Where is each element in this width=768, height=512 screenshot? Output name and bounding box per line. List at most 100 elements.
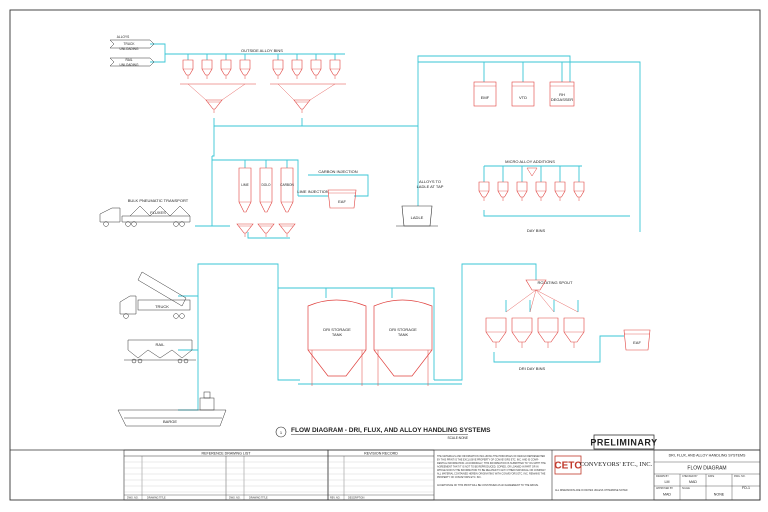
rail-unloading-arrow xyxy=(109,57,155,67)
source-label: RAIL xyxy=(125,58,132,62)
day-bin xyxy=(516,181,528,202)
day-bin xyxy=(554,181,566,202)
day-bin xyxy=(478,181,490,202)
eaf-label: EAF xyxy=(338,199,346,204)
drawing-title: 1 FLOW DIAGRAM - DRI, FLUX, AND ALLOY HA… xyxy=(275,426,491,440)
alloy-bin xyxy=(329,59,341,80)
drawing-scale: SCALE:NONE xyxy=(447,436,468,440)
date-label: DATE xyxy=(708,475,715,478)
notice-line: ALL MATERIAL CONTAINED HEREIN ORIGINATIN… xyxy=(437,473,546,476)
day-bin xyxy=(535,181,547,202)
rotating-spout xyxy=(525,279,547,291)
scale-value: NONE xyxy=(714,493,725,497)
lime-injection-label: LIME INJECTION xyxy=(297,189,329,194)
tank-label: TANK xyxy=(332,332,343,337)
sheet-title: FLOW DIAGRAM xyxy=(687,466,726,472)
alloy-bin xyxy=(310,59,322,80)
bulk-transport-label: BULK PNEUMATIC TRANSPORT xyxy=(128,198,189,203)
vtd-vessel xyxy=(511,81,535,107)
rail-label: RAIL xyxy=(156,342,166,347)
dri-day-bins: ROTATING SPOUT DRI DAY BINS EAF xyxy=(485,279,651,371)
notice-line: PROPERTY OF CONVEYORS ETC. INC. xyxy=(437,476,482,479)
alloy-bin xyxy=(182,59,194,80)
notice-line: WHOLE NOR IS THE INFORMATION TO BE RELAT… xyxy=(437,469,546,472)
dwg-no-col: DWG. NO. xyxy=(127,497,139,500)
eaf-label: EAF xyxy=(633,340,641,345)
drawn-by-value: LM xyxy=(665,480,670,484)
ladle-furnaces: EMF VTD RH DEGASSER xyxy=(473,81,575,107)
micro-alloy-day-bins: MICRO ALLOY ADDITIONS DAY BINS xyxy=(478,159,585,233)
dri-storage-tank: DRI STORAGE TANK xyxy=(373,299,433,386)
day-bins-label: DAY BINS xyxy=(527,228,546,233)
preliminary-text: PRELIMINARY xyxy=(590,438,657,448)
weigh-hopper xyxy=(293,99,311,114)
alloy-bin xyxy=(291,59,303,80)
notice-line: AGREEMENT THAT IT IS NOT TO BE REPRODUCE… xyxy=(437,466,539,469)
detail-number: 1 xyxy=(280,430,283,435)
eaf-furnace xyxy=(623,329,651,351)
silo-feeder xyxy=(236,223,254,238)
micro-alloy-label: MICRO ALLOY ADDITIONS xyxy=(505,159,555,164)
source-label: UNLOADING xyxy=(120,47,139,51)
notice-line: DENTIAL INFORMATION. ACCORDINGLY, THIS I… xyxy=(437,462,546,465)
pneumatic-piping xyxy=(150,43,641,411)
dwg-no-label: DWG. NO. xyxy=(734,475,746,478)
project-title: DRI, FLUX, AND ALLOY HANDLING SYSTEMS xyxy=(669,454,746,458)
alloys-to-ladle-label: LADLE AT TAP xyxy=(417,184,444,189)
dri-day-bin xyxy=(537,317,559,349)
notice-line: ACCEPTANCE OF THIS PRINT WILL BE CONSTRU… xyxy=(437,484,539,487)
silo-label: DOLO xyxy=(261,183,271,187)
day-bin xyxy=(573,181,585,202)
drawing-title-text: FLOW DIAGRAM - DRI, FLUX, AND ALLOY HAND… xyxy=(291,427,491,434)
silo-feeder xyxy=(278,223,296,238)
tank-label: DRI STORAGE xyxy=(323,327,351,332)
notice-line: THE MATERIALS AND INFORMATION INCLUDING … xyxy=(437,455,545,458)
alloy-bin xyxy=(220,59,232,80)
checked-by-label: CHECKED BY xyxy=(682,475,698,478)
checked-by-value: MAD xyxy=(689,480,697,484)
degasser-label: DEGASSER xyxy=(551,97,573,102)
logo-text: CETC xyxy=(554,461,581,472)
injection-eaf: CARBON INJECTION LIME INJECTION EAF xyxy=(297,169,358,209)
weigh-hopper xyxy=(205,99,223,114)
alloys-to-ladle-label: ALLOYS TO xyxy=(419,179,441,184)
outside-alloy-bins: OUTSIDE ALLOY BINS xyxy=(180,48,346,114)
dri-barge: BARGE xyxy=(117,391,227,427)
rev-desc-col: DESCRIPTION xyxy=(348,497,365,500)
drawing-title-col: DRAWING TITLE xyxy=(249,497,268,500)
notice-line: BY THIS PRINT IS THE EXCLUSIVE PROPERTY … xyxy=(437,459,539,462)
flux-silos: LIME DOLO CARBON xyxy=(236,167,296,238)
ladle-label: LADLE xyxy=(411,215,424,220)
dolo-silo xyxy=(259,167,273,213)
silo-label: LIME xyxy=(241,183,248,187)
alloy-unloading-sources: ALLOYS TRUCK UNLOADING RAIL UNLOADING xyxy=(109,35,155,67)
day-bin xyxy=(497,181,509,202)
source-label: UNLOADING xyxy=(120,63,139,67)
outside-bins-label: OUTSIDE ALLOY BINS xyxy=(241,48,283,53)
truck-unloading-arrow xyxy=(109,39,155,49)
bulk-pneumatic-truck: BULK PNEUMATIC TRANSPORT FLUXES xyxy=(99,198,191,227)
detail-bubble xyxy=(275,426,287,438)
vtd-label: VTD xyxy=(519,95,527,100)
emf-label: EMF xyxy=(481,95,490,100)
source-label: TRUCK xyxy=(124,42,136,46)
tank-label: DRI STORAGE xyxy=(389,327,417,332)
carbon-injection-label: CARBON INJECTION xyxy=(318,169,357,174)
dri-day-bin xyxy=(511,317,533,349)
title-block: REFERENCE DRAWING LIST DWG. NO. DRAWING … xyxy=(10,434,761,501)
dri-day-bins-label: DRI DAY BINS xyxy=(519,366,546,371)
drawn-by-label: DRAWN BY xyxy=(656,475,669,478)
dri-day-bin xyxy=(563,317,585,349)
truck-label: TRUCK xyxy=(155,304,169,309)
revision-record xyxy=(327,449,435,501)
dri-day-bin xyxy=(485,317,507,349)
silo-feeder xyxy=(257,223,275,238)
company-name: CONVEYORS' ETC., INC. xyxy=(580,461,653,468)
dri-storage-tanks: DRI STORAGE TANK DRI STORAGE TANK xyxy=(307,299,433,386)
company-logo xyxy=(554,455,582,475)
emf-vessel xyxy=(473,81,497,107)
eaf-furnace xyxy=(327,189,357,209)
scale-label: SCALE xyxy=(682,487,690,490)
silo-label: CARBON xyxy=(280,183,294,187)
source-label: ALLOYS xyxy=(117,35,129,39)
